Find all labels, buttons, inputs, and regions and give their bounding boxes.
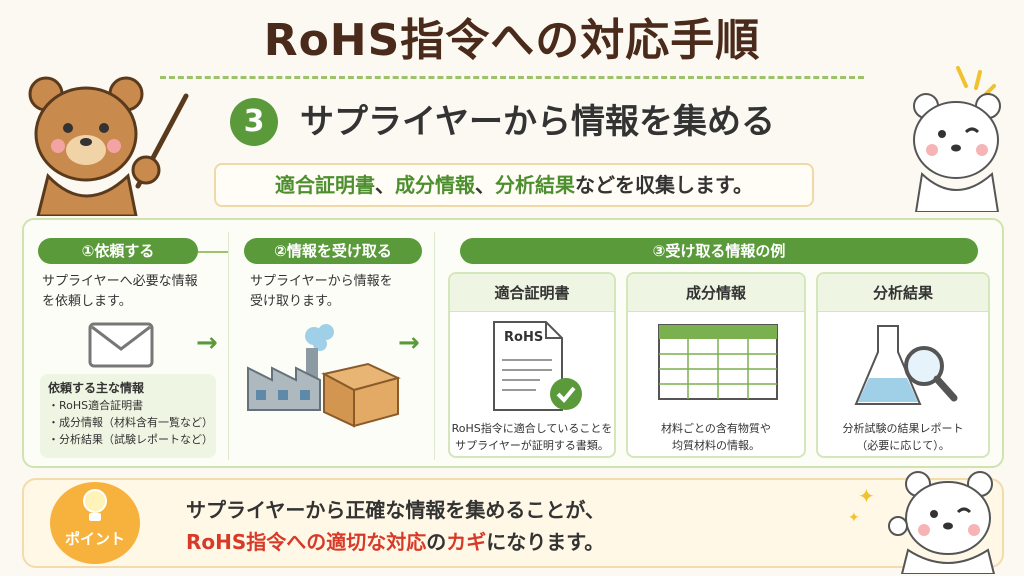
factory-and-box-icon [247,324,401,428]
card-compliance-cert: 適合証明書 RoHS RoHS指令に適合していることを サプライヤーが証明する書… [448,272,616,458]
step3-label: ③受け取る情報の例 [460,238,978,264]
subtitle-rest: などを収集します。 [575,173,753,197]
card-component-info: 成分情報 材料ごとの含有物質や 均質材料の情報。 [626,272,806,458]
card-title: 分析結果 [818,274,988,312]
sparkle-icon: ✦ [858,484,875,508]
step2-desc: サプライヤーから情報を 受け取ります。 [250,272,393,312]
list-item: ・RoHS適合証明書 [48,399,144,412]
title-divider [160,76,864,79]
card-desc-line1: 分析試験の結果レポート [842,422,964,435]
step1-label: ①依頼する [38,238,198,264]
subtitle-analysis: 分析結果 [495,173,575,197]
subtitle-sep1: 、 [375,173,395,197]
step1-connector [198,251,228,253]
arrow-right-icon: → [196,328,218,358]
step2-label: ②情報を受け取る [244,238,422,264]
spreadsheet-icon [658,324,778,400]
point-end: になります。 [486,530,605,554]
point-badge-label: ポイント [64,530,125,548]
point-callout [22,478,1004,568]
step2-desc-line2: 受け取ります。 [250,294,340,309]
card-desc: 材料ごとの含有物質や 均質材料の情報。 [628,420,804,454]
white-bear-pointing-icon [888,471,996,574]
request-info-list: 依頼する主な情報 ・RoHS適合証明書 ・成分情報（材料含有一覧など） ・分析結… [40,374,216,458]
certificate-document-icon [493,321,582,411]
card-title: 適合証明書 [450,274,614,312]
envelope-icon [88,322,154,368]
card-desc-line1: 材料ごとの含有物質や [661,422,771,435]
card-desc-line2: 均質材料の情報。 [672,439,760,452]
subtitle-component: 成分情報 [395,173,475,197]
bear-teacher-icon [28,76,189,216]
point-emphasis-1: RoHS指令への適切な対応 [186,530,427,554]
card-title: 成分情報 [628,274,804,312]
step1-desc-line1: サプライヤーへ必要な情報 [42,274,198,289]
sparkle-icon: ✦ [848,510,860,526]
card-desc: RoHS指令に適合していることを サプライヤーが証明する書類。 [450,420,614,454]
card-desc-line1: RoHS指令に適合していることを [451,422,613,435]
rohs-doc-label: RoHS [504,330,544,345]
white-bear-icon [913,66,1001,212]
card-desc-line2: サプライヤーが証明する書類。 [455,439,609,452]
page-title: RoHS指令への対応手順 [263,15,761,66]
subtitle-sep2: 、 [475,173,495,197]
step-title: サプライヤーから情報を集める [300,102,775,142]
point-text-line2: RoHS指令への適切な対応のカギになります。 [186,526,604,555]
step2-desc-line1: サプライヤーから情報を [250,274,393,289]
point-text-line1: サプライヤーから正確な情報を集めることが、 [186,498,605,522]
column-divider [434,232,435,460]
point-emphasis-2: カギ [446,530,487,554]
flask-magnifier-icon [854,325,958,405]
list-item: ・成分情報（材料含有一覧など） [48,416,213,429]
step-number-badge: 3 [230,98,278,146]
card-analysis-result: 分析結果 分析試験の結果レポート （必要に応じて）。 [816,272,990,458]
card-desc-line2: （必要に応じて）。 [856,439,950,452]
point-mid: の [426,530,447,554]
column-divider [228,232,229,460]
list-item: ・分析結果（試験レポートなど） [48,433,213,446]
card-desc: 分析試験の結果レポート （必要に応じて）。 [818,420,988,454]
request-list-title: 依頼する主な情報 [48,381,145,395]
subtitle-cert: 適合証明書 [275,173,375,197]
step1-desc-line2: を依頼します。 [42,294,132,309]
subtitle-box: 適合証明書、成分情報、分析結果などを収集します。 [214,163,814,207]
lightbulb-icon [83,489,107,521]
step1-desc: サプライヤーへ必要な情報 を依頼します。 [42,272,198,312]
arrow-right-icon: → [398,328,420,358]
